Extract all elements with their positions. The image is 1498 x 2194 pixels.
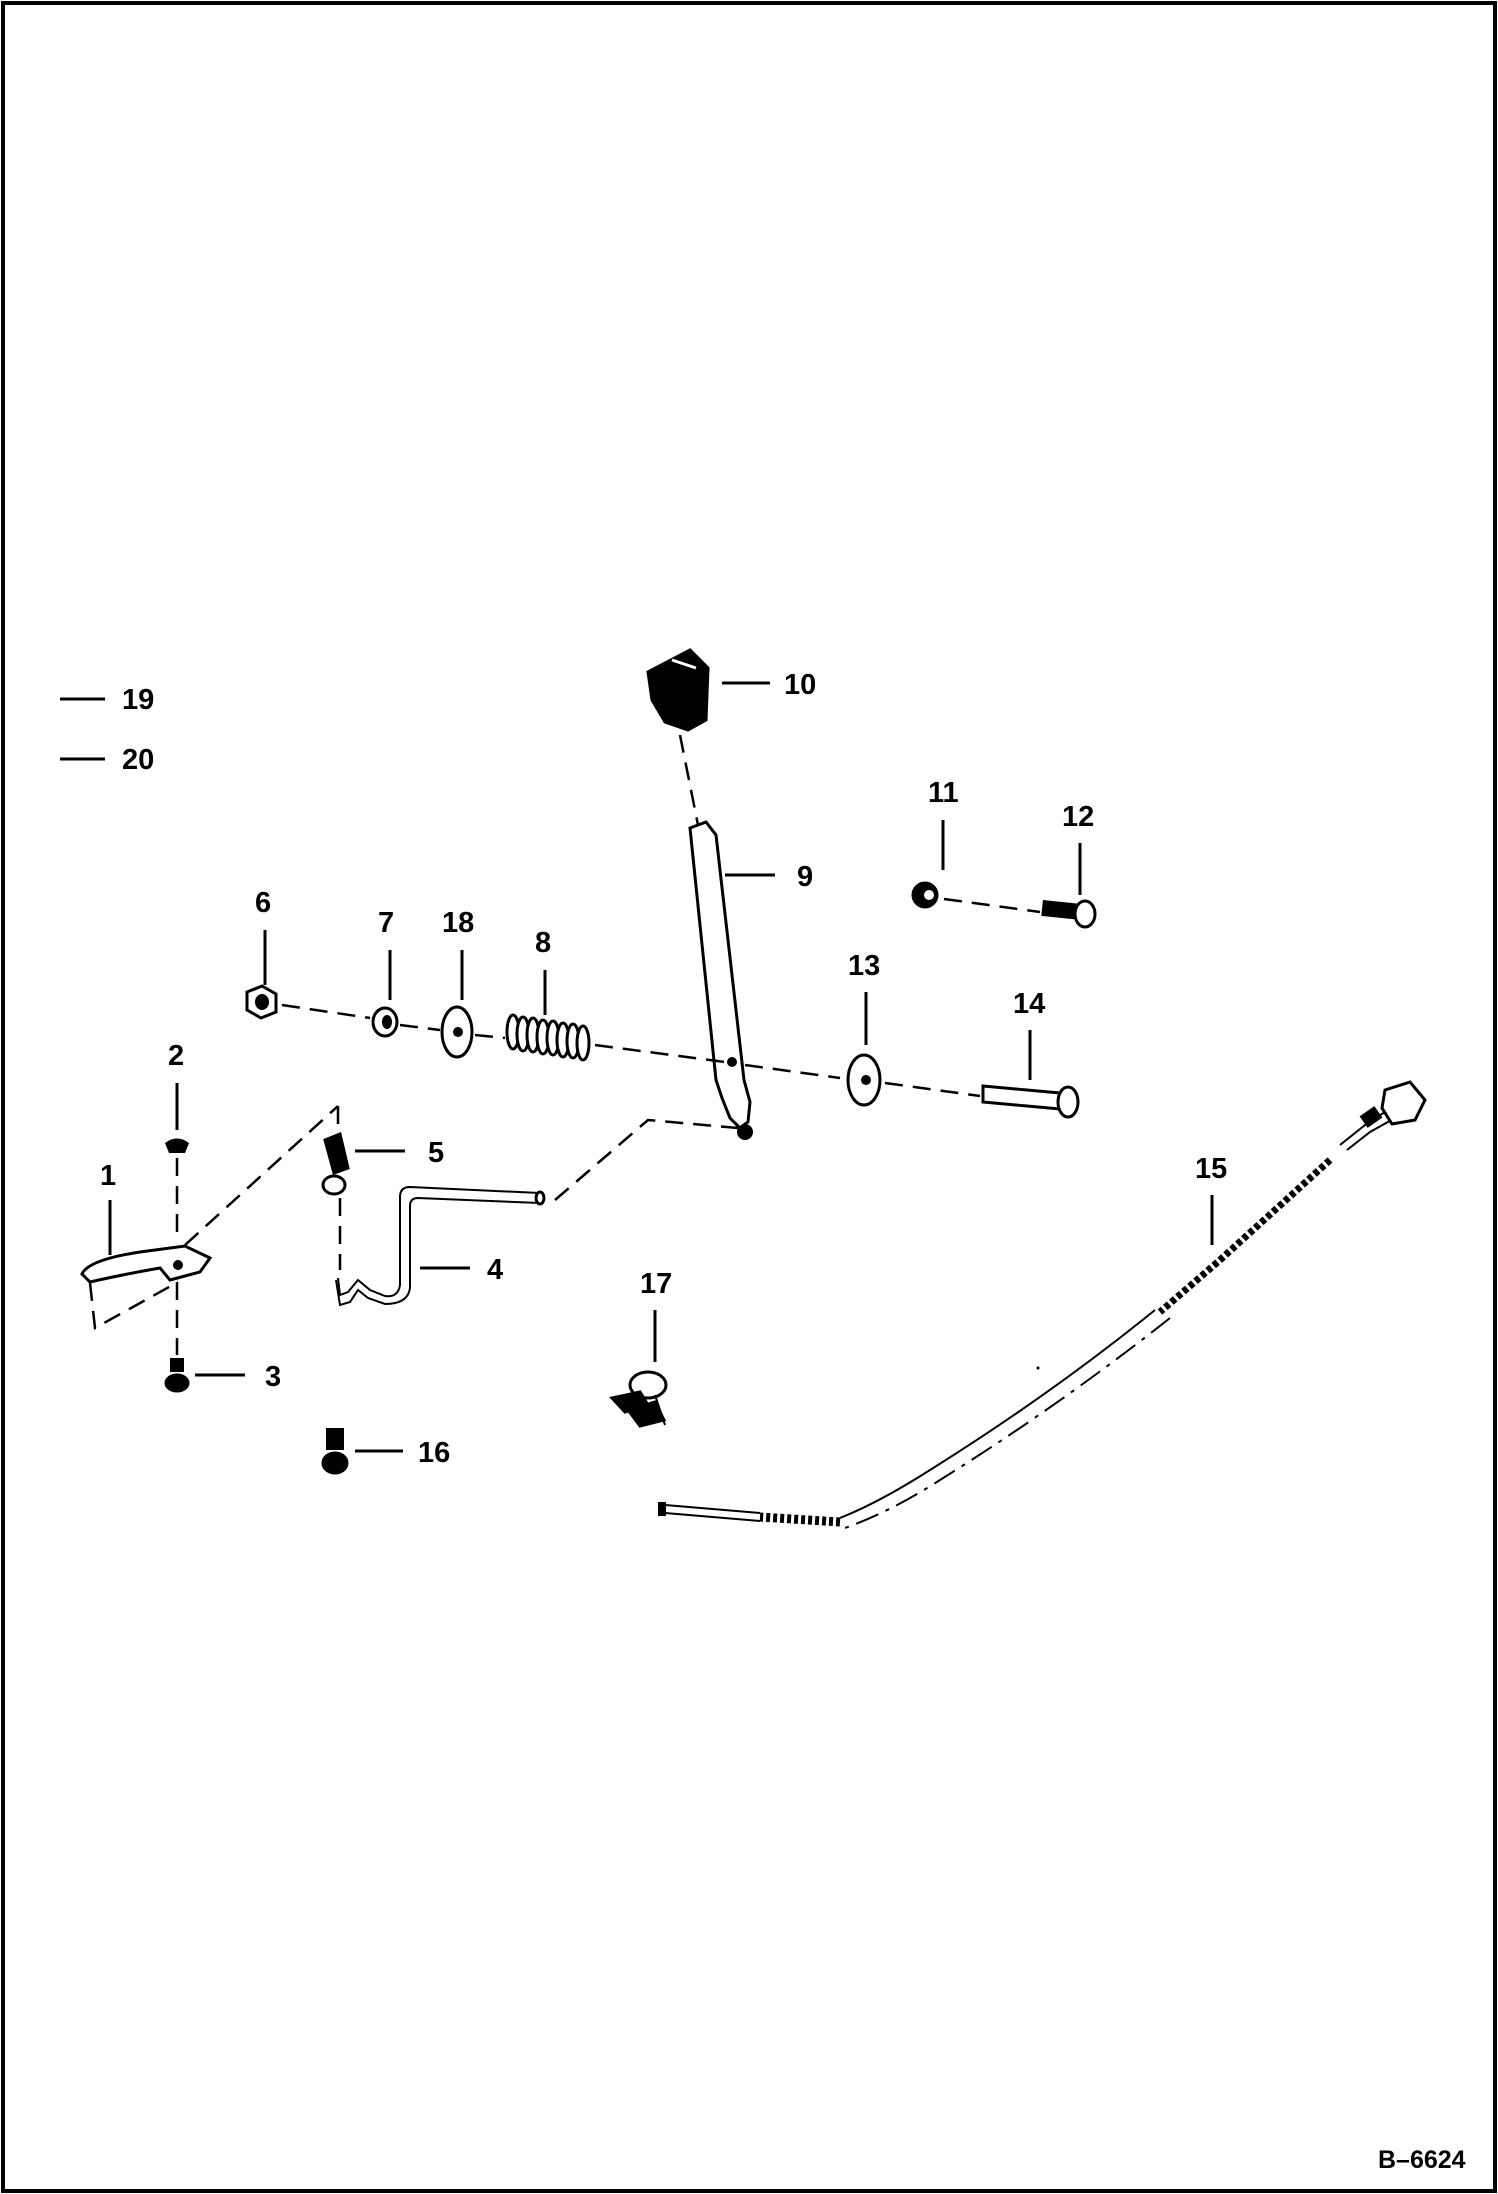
callout-9: 9 [797,861,813,893]
callout-11: 11 [928,777,959,809]
dash-bracket-edge [88,1280,179,1331]
dash-8-9 [594,1043,726,1064]
callout-15: 15 [1195,1153,1227,1185]
nut-2 [165,1138,189,1153]
washer-18 [440,1005,474,1059]
callout-16: 16 [418,1437,450,1469]
dash-1-5 [184,1105,339,1246]
diagram-code: B–6624 [1378,2146,1466,2174]
shift-knob [646,648,710,732]
dash-knob-lever [678,734,700,826]
callout-20: 20 [122,744,154,776]
control-cable-15 [658,1080,1427,1529]
dash-9-13 [744,1063,841,1080]
shift-lever [688,820,753,1140]
callout-13: 13 [848,950,880,982]
callout-17: 17 [640,1268,672,1300]
dash-7-18 [399,1023,441,1032]
clip-17 [609,1370,668,1428]
callout-10: 10 [784,669,816,701]
callout-1: 1 [100,1160,116,1192]
bracket-1 [80,1244,213,1284]
pin-14 [981,1084,1080,1119]
speck [1036,1366,1040,1370]
dash-11-12 [943,897,1041,914]
callout-2: 2 [168,1040,184,1072]
dash-13-14 [884,1081,981,1098]
dash-4-9 [554,1118,739,1201]
callout-14: 14 [1013,988,1045,1020]
callout-8: 8 [535,927,551,959]
callout-7: 7 [378,907,394,939]
rod-4 [335,1185,546,1307]
callout-12: 12 [1062,801,1094,833]
dash-6-7 [281,1003,371,1020]
bolt-3 [164,1358,190,1393]
callout-6: 6 [255,887,271,919]
bolt-12 [1041,899,1097,929]
callout-18: 18 [442,907,474,939]
spring-8 [505,1013,591,1062]
washer-13 [846,1053,882,1107]
nut-6 [245,984,278,1020]
callout-19: 19 [122,684,154,716]
nut-7 [371,1006,399,1038]
callout-5: 5 [428,1137,444,1169]
callout-3: 3 [265,1361,281,1393]
bolt-16 [321,1428,349,1475]
bolt-5 [321,1131,350,1196]
nut-11 [911,881,939,909]
dash-18-8 [474,1033,506,1040]
callout-4: 4 [487,1254,503,1286]
